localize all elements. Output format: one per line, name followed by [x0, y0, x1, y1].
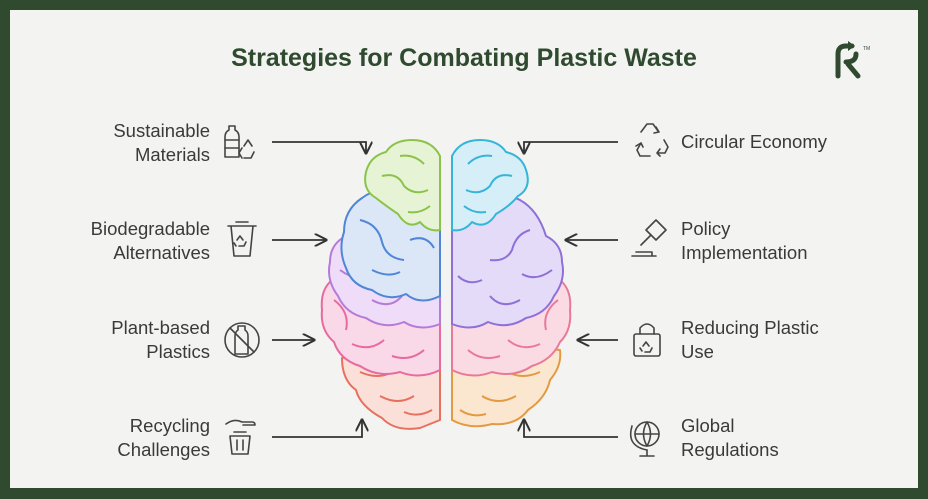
compost-bin-icon: [227, 221, 257, 257]
brain-left-hemisphere: [320, 139, 441, 430]
trash-hand-icon: [225, 419, 256, 455]
label-circular-economy: Circular Economy: [681, 131, 827, 152]
lobe-violet: [451, 194, 564, 329]
gavel-icon: [631, 219, 667, 257]
brain-right-hemisphere: [451, 139, 572, 428]
globe-icon: [629, 421, 660, 457]
arrow-sustainable-materials: [272, 141, 366, 153]
arrow-circular-economy: [524, 141, 618, 153]
arrow-global-regulations: [524, 420, 618, 438]
recycle-bag-icon: [633, 323, 661, 357]
page-title: Strategies for Combating Plastic Waste: [231, 44, 697, 72]
recycle-arrows-icon: [635, 123, 669, 157]
brand-r-logo-icon: TM: [835, 41, 870, 79]
bottles-recycle-icon: [224, 125, 255, 159]
no-plastic-bottle-icon: [224, 322, 260, 358]
svg-text:TM: TM: [863, 46, 870, 52]
arrow-recycling-challenges: [272, 420, 362, 438]
